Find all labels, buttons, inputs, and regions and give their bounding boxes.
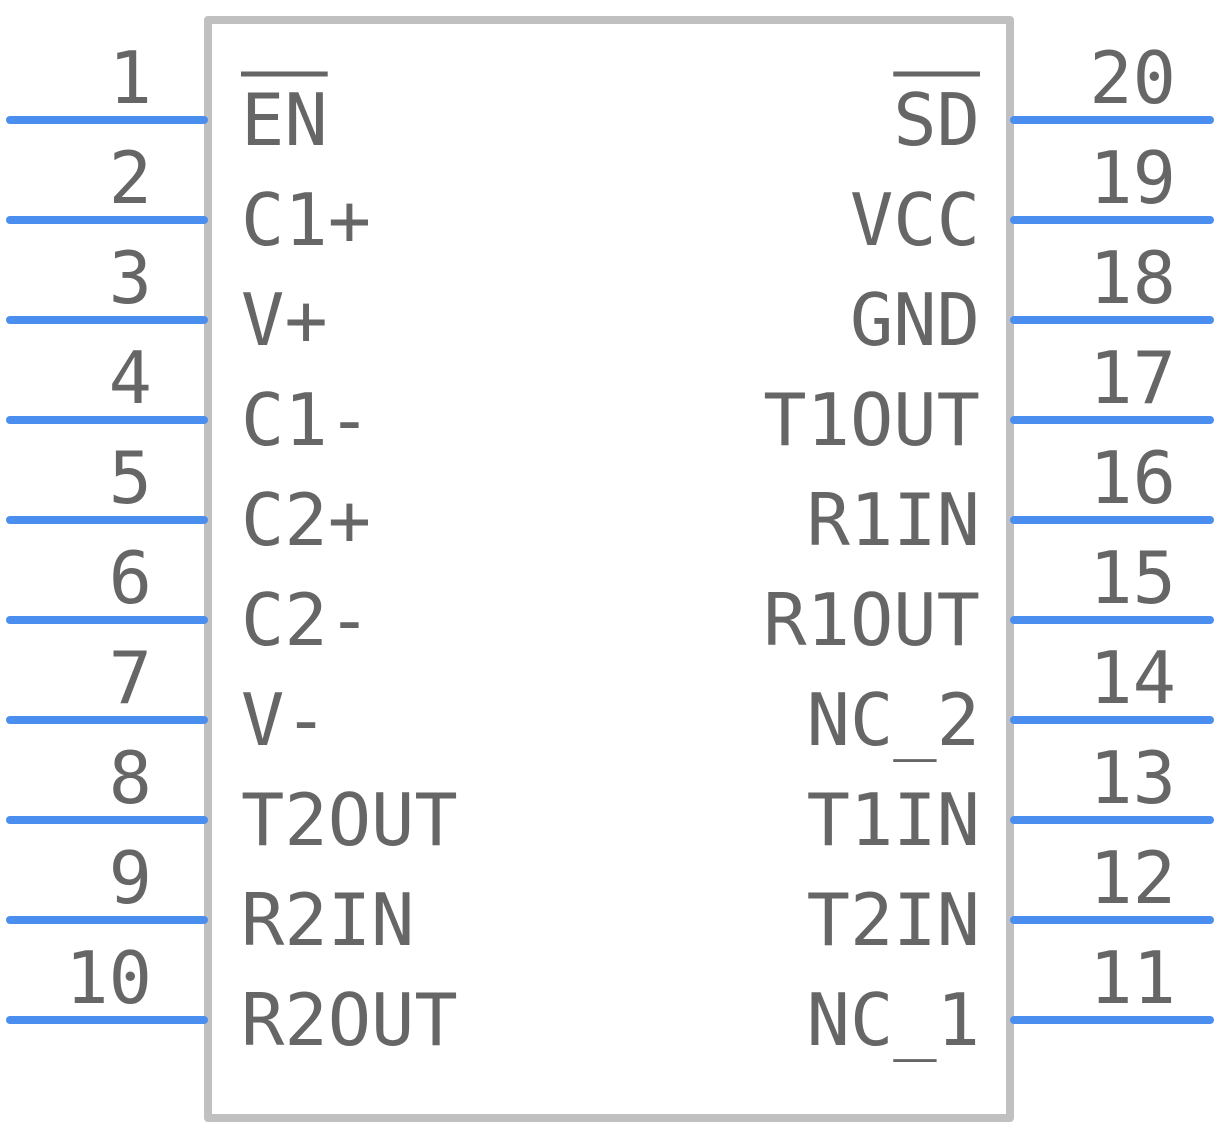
pin-number-19: 19: [1089, 136, 1176, 220]
pin-number-3: 3: [109, 236, 152, 320]
pin-label-v: V+: [241, 278, 328, 362]
pin-label-en: EN: [241, 78, 328, 162]
pin-label-t1out: T1OUT: [763, 378, 980, 462]
right-pins: 20SD19VCC18GND17T1OUT16R1IN15R1OUT14NC_2…: [763, 36, 1214, 1062]
pin-number-13: 13: [1089, 736, 1176, 820]
pin-label-t2out: T2OUT: [241, 778, 458, 862]
pin-number-6: 6: [109, 536, 152, 620]
pin-number-18: 18: [1089, 236, 1176, 320]
pin-label-t1in: T1IN: [807, 778, 980, 862]
pin-label-nc-1: NC_1: [807, 978, 980, 1062]
pin-number-16: 16: [1089, 436, 1176, 520]
pin-label-vcc: VCC: [850, 178, 980, 262]
pin-number-14: 14: [1089, 636, 1176, 720]
pin-number-7: 7: [109, 636, 152, 720]
pin-number-15: 15: [1089, 536, 1176, 620]
pin-label-nc-2: NC_2: [807, 678, 980, 762]
pin-number-10: 10: [65, 936, 152, 1020]
pin-label-t2in: T2IN: [807, 878, 980, 962]
pin-label-c1: C1-: [241, 378, 371, 462]
pin-label-r2in: R2IN: [241, 878, 414, 962]
pin-label-r1in: R1IN: [807, 478, 980, 562]
pin-label-c2: C2-: [241, 578, 371, 662]
pin-number-11: 11: [1089, 936, 1176, 1020]
pin-label-r2out: R2OUT: [241, 978, 458, 1062]
pin-number-20: 20: [1089, 36, 1176, 120]
pin-number-2: 2: [109, 136, 152, 220]
pin-label-v: V-: [241, 678, 328, 762]
pin-number-1: 1: [109, 36, 152, 120]
pin-label-c1: C1+: [241, 178, 371, 262]
pin-number-17: 17: [1089, 336, 1176, 420]
pin-label-sd: SD: [893, 78, 980, 162]
pin-number-8: 8: [109, 736, 152, 820]
pin-label-r1out: R1OUT: [763, 578, 980, 662]
pin-label-c2: C2+: [241, 478, 371, 562]
pin-label-gnd: GND: [850, 278, 980, 362]
pin-number-5: 5: [109, 436, 152, 520]
pin-number-12: 12: [1089, 836, 1176, 920]
pin-number-4: 4: [109, 336, 152, 420]
ic-body-outline: [204, 16, 1014, 1122]
pin-number-9: 9: [109, 836, 152, 920]
